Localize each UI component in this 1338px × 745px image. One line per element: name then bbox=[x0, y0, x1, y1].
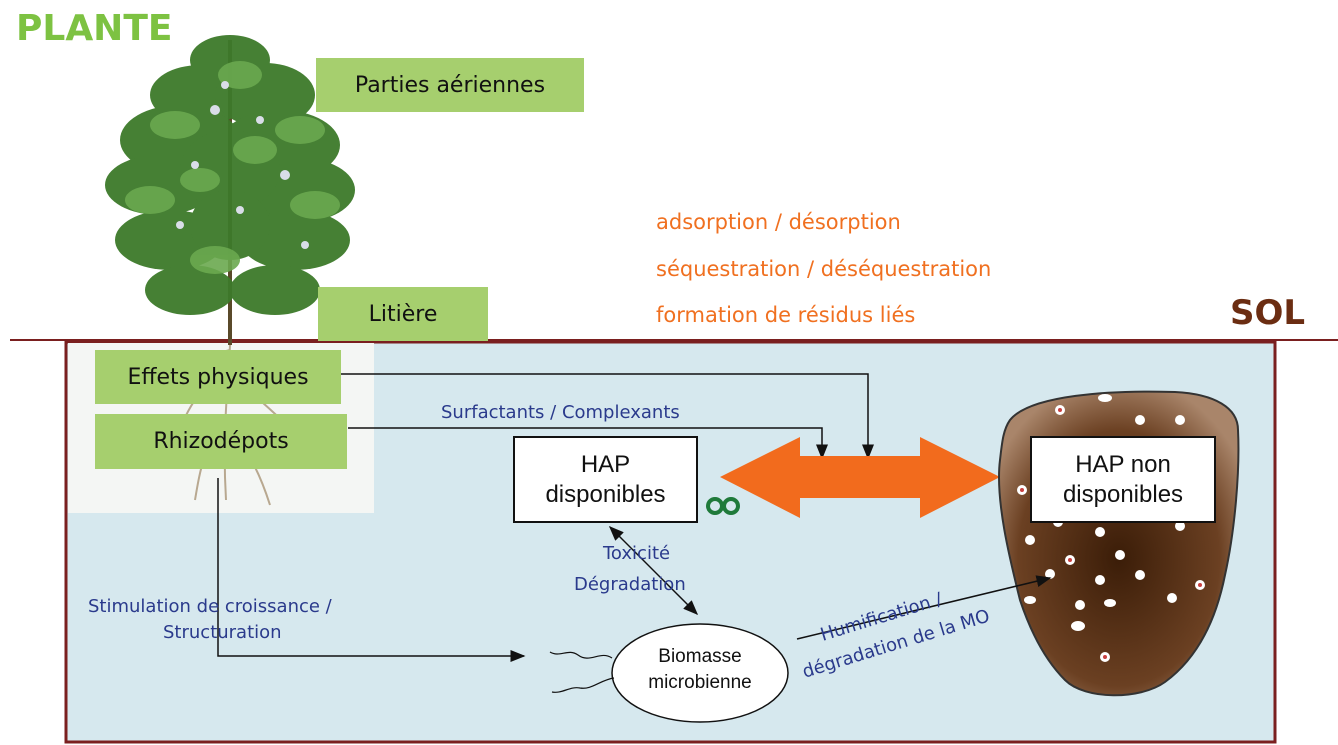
label-stimulation-2: Structuration bbox=[163, 622, 282, 643]
hap-non-disponibles-line1: HAP non bbox=[1075, 450, 1171, 480]
process-adsorption: adsorption / désorption bbox=[656, 210, 901, 234]
hap-disponibles-line2: disponibles bbox=[545, 480, 665, 510]
hap-non-disponibles-line2: disponibles bbox=[1063, 480, 1183, 510]
sol-title: SOL bbox=[1230, 293, 1305, 333]
label-degradation: Dégradation bbox=[574, 574, 686, 595]
label-rhizodepots: Rhizodépots bbox=[95, 414, 347, 469]
biomasse-label: Biomasse microbienne bbox=[620, 644, 780, 696]
label-litiere: Litière bbox=[318, 287, 488, 341]
label-parties-aeriennes: Parties aériennes bbox=[316, 58, 584, 112]
plante-title: PLANTE bbox=[16, 8, 172, 49]
process-sequestration: séquestration / déséquestration bbox=[656, 257, 991, 281]
label-surfactants: Surfactants / Complexants bbox=[441, 402, 680, 423]
hap-disponibles-box: HAP disponibles bbox=[513, 436, 698, 523]
hap-non-disponibles-box: HAP non disponibles bbox=[1030, 436, 1216, 523]
label-effets-physiques: Effets physiques bbox=[95, 350, 341, 404]
label-stimulation-1: Stimulation de croissance / bbox=[88, 596, 332, 617]
biomasse-line1: Biomasse bbox=[620, 644, 780, 670]
process-residus-lies: formation de résidus liés bbox=[656, 303, 915, 327]
biomasse-line2: microbienne bbox=[620, 670, 780, 696]
label-toxicite: Toxicité bbox=[603, 543, 670, 564]
hap-disponibles-line1: HAP bbox=[581, 450, 630, 480]
